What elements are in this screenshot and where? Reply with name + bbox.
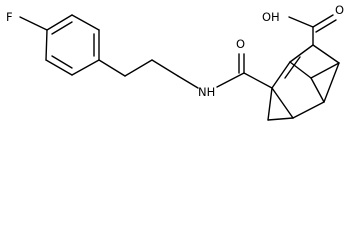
core-bond-bottom-right (267, 117, 294, 121)
acid-c-o-bond (312, 14, 334, 28)
ring-bond-2 (71, 14, 100, 31)
bridge-bond-1 (289, 61, 312, 79)
linker-bond-1 (98, 59, 126, 77)
core-bond-c2-c3-front (271, 61, 291, 89)
bridge-bond-2 (310, 62, 340, 79)
amide-oxygen-label: O (236, 37, 245, 51)
bridge-bond-3 (310, 77, 325, 103)
core-bond-c2-c3 (243, 72, 273, 89)
core-bond-c3-bridgehead (289, 44, 314, 63)
ethyl-linker (98, 59, 199, 89)
c-n-bond (177, 75, 199, 89)
core-bond-lower (292, 101, 325, 119)
core-bond-lower-left (271, 87, 294, 119)
molecule-structure: F NH O OH O (6, 3, 344, 121)
fluorophenyl-ring (45, 14, 100, 76)
core-bond-right (323, 62, 340, 103)
ring-bond-5 (45, 59, 73, 76)
n-carbonyl-bond (216, 72, 245, 88)
acid-c-o-double-bond (315, 19, 337, 33)
ring-bond-1 (46, 14, 73, 31)
acid-hydroxyl-label: OH (262, 10, 280, 24)
ring-double-bond-3 (51, 55, 73, 69)
linker-bond-3 (151, 59, 179, 77)
fluorine-label: F (6, 10, 13, 24)
amide-nh-label: NH (198, 85, 215, 99)
ring-bond-6 (45, 29, 48, 61)
carboxylic-acid-group (288, 14, 337, 46)
ring-bond-4 (71, 59, 100, 76)
acid-oxygen-label: O (335, 3, 344, 17)
linker-bond-2 (124, 59, 153, 77)
core-double-bond (284, 56, 301, 79)
core-bond-upper-right (312, 44, 340, 64)
c-f-bond (19, 16, 48, 31)
ring-double-bond-1 (51, 21, 73, 35)
acid-c-oh-bond (288, 16, 314, 28)
core-bond-bottom (267, 87, 273, 121)
amide-group (216, 53, 245, 88)
norbornene-core (243, 44, 340, 121)
